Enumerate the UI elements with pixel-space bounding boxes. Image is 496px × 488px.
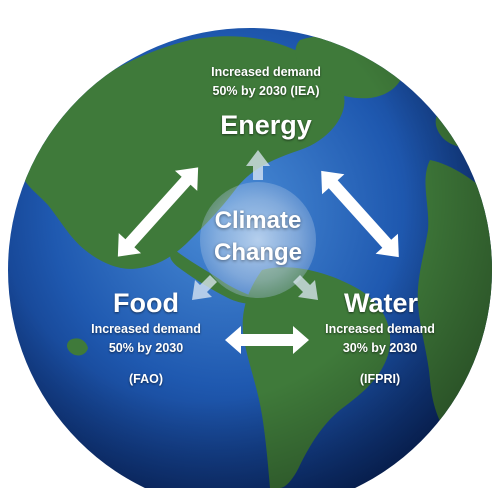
center-to-energy-arrow-icon <box>246 150 270 180</box>
center-to-food-arrow-icon <box>192 275 217 300</box>
food-source: (FAO) <box>128 372 164 386</box>
food-note-line1: Increased demand <box>91 322 201 336</box>
food-title: Food <box>113 288 179 318</box>
center-arrows <box>192 150 318 300</box>
double-arrows <box>117 167 399 354</box>
climate-title-line2: Change <box>213 239 302 266</box>
water-note-line2: 30% by 2030 <box>342 341 418 355</box>
center-to-water-arrow-icon <box>293 275 318 300</box>
energy-note-line2: 50% by 2030 (IEA) <box>212 84 320 98</box>
water-note-line1: Increased demand <box>325 322 435 336</box>
water-title: Water <box>343 288 418 318</box>
energy-title: Energy <box>220 110 312 140</box>
energy-water-arrow-icon <box>321 170 399 258</box>
climate-change-halo <box>200 182 316 298</box>
climate-title-line1: Climate <box>214 207 302 234</box>
energy-note-line1: Increased demand <box>211 65 321 79</box>
energy-food-arrow-icon <box>117 167 199 257</box>
food-note-line2: 50% by 2030 <box>108 341 184 355</box>
water-source: (IFPRI) <box>359 372 401 386</box>
food-water-arrow-icon <box>225 326 309 354</box>
